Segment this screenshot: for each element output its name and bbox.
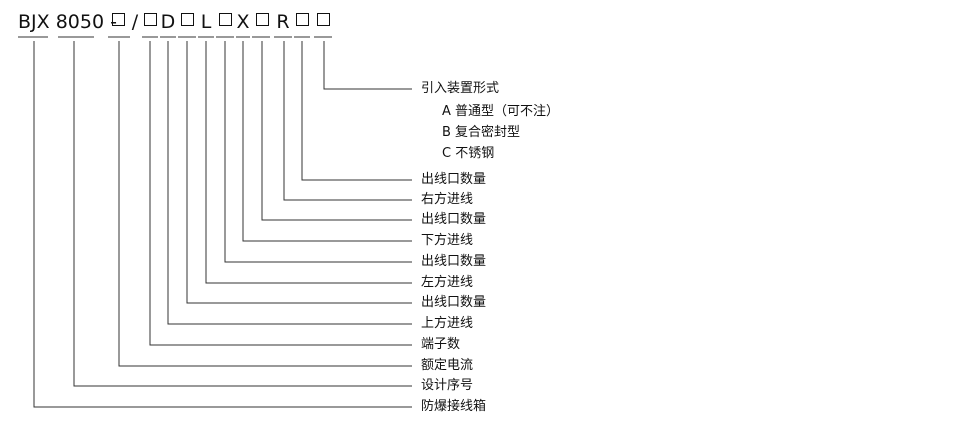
label-rated-current: 额定电流	[421, 358, 474, 373]
leader-box-name	[33, 41, 412, 408]
placeholder-left-count	[219, 13, 232, 26]
leader-bottom-entry	[242, 41, 412, 242]
placeholder-rated-current	[112, 13, 125, 26]
code-x: X	[236, 11, 250, 33]
label-bottom-entry: 下方进线	[421, 233, 474, 248]
label-lead-in-type: 引入装置形式	[421, 81, 500, 96]
leader-left-entry	[205, 41, 412, 284]
leader-rated-current	[118, 41, 412, 367]
label-bottom-count: 出线口数量	[421, 212, 487, 227]
label-option-a: A 普通型（可不注）	[442, 104, 560, 119]
label-left-entry: 左方进线	[421, 275, 474, 290]
label-right-entry: 右方进线	[421, 192, 474, 207]
leader-top-count	[186, 41, 412, 304]
leader-right-count	[301, 41, 412, 181]
model-code: BJX 8050 - / D L X R	[0, 0, 970, 50]
label-terminals: 端子数	[421, 337, 461, 352]
leader-left-count	[224, 41, 412, 263]
code-slash: /	[131, 11, 139, 33]
code-l: L	[200, 11, 212, 33]
code-r: R	[276, 11, 290, 33]
label-top-entry: 上方进线	[421, 316, 474, 331]
leader-right-entry	[283, 41, 412, 201]
leader-lead-in	[323, 41, 412, 90]
label-top-count: 出线口数量	[421, 295, 487, 310]
label-design-no: 设计序号	[421, 378, 474, 393]
placeholder-bottom-count	[256, 13, 269, 26]
placeholder-terminals	[144, 13, 157, 26]
label-right-count: 出线口数量	[421, 172, 487, 187]
code-prefix: BJX 8050 -	[18, 11, 117, 33]
label-option-b: B 复合密封型	[442, 125, 521, 140]
leader-terminals	[149, 41, 412, 346]
label-left-count: 出线口数量	[421, 254, 487, 269]
code-d: D	[160, 11, 176, 33]
label-box-name: 防爆接线箱	[421, 399, 487, 414]
placeholder-lead-in	[317, 13, 330, 26]
label-option-c: C 不锈钢	[442, 146, 495, 161]
placeholder-top-count	[181, 13, 194, 26]
placeholder-right-count	[296, 13, 309, 26]
leader-bottom-count	[261, 41, 412, 221]
leader-design-no	[73, 41, 412, 387]
leader-top-entry	[167, 41, 412, 325]
